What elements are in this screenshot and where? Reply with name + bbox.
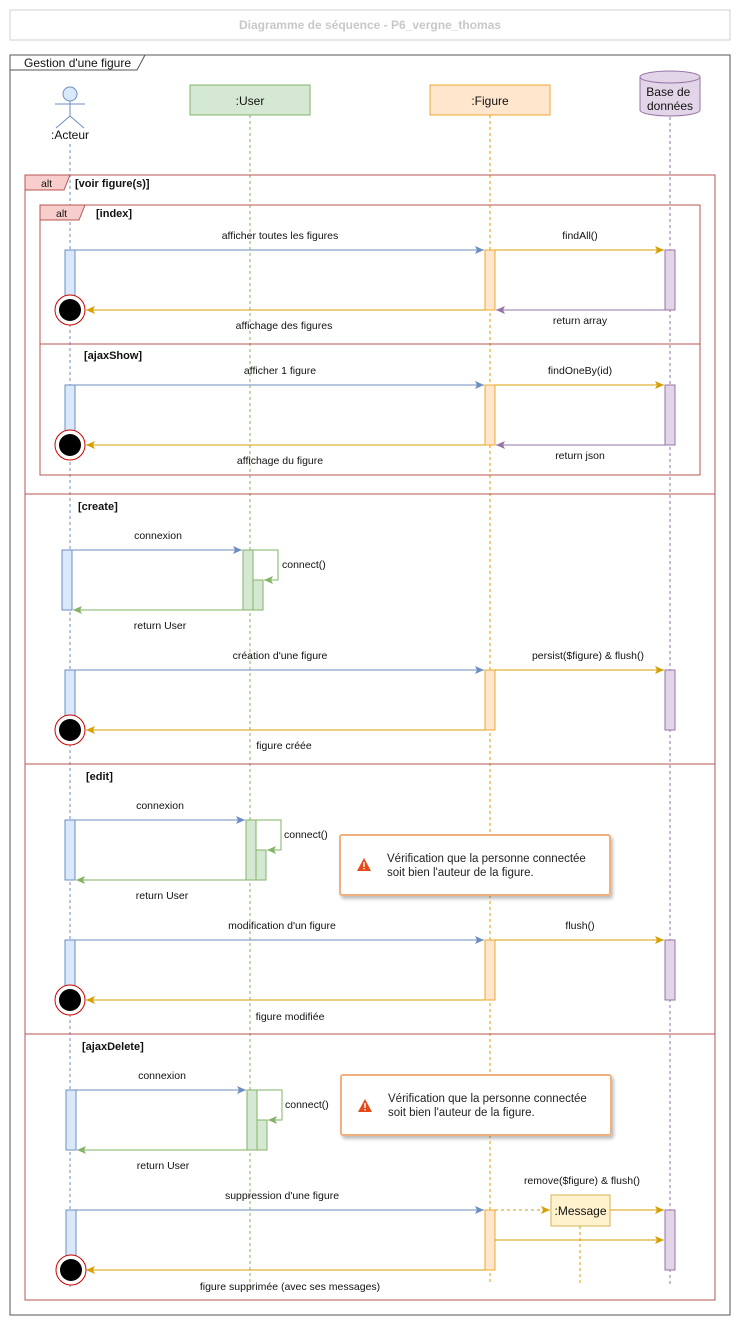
- warning-icon: [358, 1099, 372, 1112]
- warning-icon: [357, 858, 371, 871]
- message-label: connect(): [282, 559, 326, 571]
- message-label: connect(): [285, 1099, 329, 1111]
- section-ajaxshow: afficher 1 figure findOneBy(id) return j…: [54, 365, 676, 467]
- activation-figure: [484, 669, 496, 731]
- message-label: return User: [134, 620, 187, 632]
- lifeline-user: :User: [189, 84, 311, 116]
- message-label: affichage du figure: [237, 455, 323, 467]
- destruction-stop-icon: [54, 714, 86, 746]
- section-index: afficher toutes les figures findAll() re…: [54, 230, 676, 332]
- note-text: Vérification que la personne connectée s…: [387, 853, 589, 879]
- activation-figure: [484, 1209, 496, 1271]
- activation-user-nested: [256, 1119, 268, 1151]
- activation-user: [246, 1089, 258, 1151]
- message-label: création d'une figure: [233, 650, 328, 662]
- database-cylinder-icon: [639, 70, 701, 117]
- section-edit: connexion connect() return User Vérifica…: [54, 800, 676, 1023]
- activation-actor: [61, 549, 73, 611]
- note-text: Vérification que la personne connectée s…: [388, 1093, 590, 1119]
- message-label: return json: [555, 450, 605, 462]
- fragment-alt-outer: alt [voir figure(s)]: [24, 174, 716, 1301]
- message-label: connexion: [134, 530, 182, 542]
- message-label: connexion: [138, 1070, 186, 1082]
- destruction-stop-icon: [54, 294, 86, 326]
- lifeline-figure: :Figure: [429, 84, 551, 116]
- activation-actor: [65, 1089, 77, 1151]
- activation-db: [664, 939, 676, 1001]
- fragment-alt-inner: alt [index]: [39, 204, 701, 476]
- guard-create: [create]: [78, 501, 118, 513]
- lifeline-message-label: :Message: [554, 1204, 606, 1218]
- message-label: persist($figure) & flush(): [532, 650, 644, 662]
- message-label: affichage des figures: [236, 320, 333, 332]
- guard-ajaxdelete: [ajaxDelete]: [82, 1041, 144, 1053]
- activation-db: [664, 669, 676, 731]
- message-label: figure créée: [256, 740, 312, 752]
- lifeline-actor: :Acteur: [51, 86, 89, 142]
- message-label: return User: [137, 1160, 190, 1172]
- note-delete: Vérification que la personne connectée s…: [340, 1074, 612, 1136]
- message-label: afficher 1 figure: [244, 365, 316, 377]
- self-call-arrow: [256, 819, 282, 854]
- lifeline-figure-label: :Figure: [471, 94, 509, 108]
- lifeline-user-label: :User: [236, 94, 265, 108]
- destruction-stop-icon: [54, 429, 86, 461]
- activation-user-nested: [255, 849, 267, 881]
- sequence-frame: Gestion d'une figure: [9, 54, 731, 1316]
- activation-user: [242, 549, 254, 611]
- activation-actor: [64, 819, 76, 881]
- message-label: return array: [553, 315, 608, 327]
- lifeline-message: :Message: [550, 1194, 611, 1285]
- message-label: flush(): [565, 920, 594, 932]
- message-label: remove($figure) & flush(): [524, 1175, 640, 1187]
- message-label: modification d'un figure: [228, 920, 336, 932]
- activation-figure: [484, 249, 496, 311]
- message-label: connect(): [284, 829, 328, 841]
- fragment-outer-keyword: alt: [41, 178, 52, 190]
- diagram-title: Diagramme de séquence - P6_vergne_thomas: [239, 18, 501, 32]
- note-edit: Vérification que la personne connectée s…: [339, 834, 611, 896]
- stick-figure-icon: [55, 86, 85, 129]
- message-label: figure supprimée (avec ses messages): [200, 1281, 380, 1293]
- message-label: connexion: [136, 800, 184, 812]
- section-ajaxdelete: connexion connect() return User Vérifica…: [55, 1070, 676, 1293]
- activation-db: [664, 249, 676, 311]
- lifeline-actor-label: :Acteur: [51, 128, 89, 142]
- message-label: findOneBy(id): [548, 365, 612, 377]
- activation-user: [245, 819, 257, 881]
- activation-figure: [484, 939, 496, 1001]
- lifeline-db: Base de données: [639, 70, 701, 117]
- self-call-arrow: [257, 1089, 283, 1124]
- fragment-inner-guard: [index]: [96, 208, 132, 220]
- guard-edit: [edit]: [86, 771, 113, 783]
- activation-figure: [484, 384, 496, 446]
- message-label: findAll(): [562, 230, 598, 242]
- section-create: connexion connect() return User création…: [54, 530, 676, 752]
- self-call-arrow: [253, 549, 279, 584]
- message-label: suppression d'une figure: [225, 1190, 339, 1202]
- diagram-title-box: Diagramme de séquence - P6_vergne_thomas: [9, 9, 731, 41]
- activation-user-nested: [252, 579, 264, 611]
- message-label: afficher toutes les figures: [222, 230, 339, 242]
- activation-db: [664, 384, 676, 446]
- lifeline-db-label: Base de données: [646, 85, 693, 113]
- activation-db: [664, 1209, 676, 1271]
- message-label: return User: [136, 890, 189, 902]
- guard-ajaxshow: [ajaxShow]: [84, 350, 142, 362]
- message-label: figure modifiée: [256, 1011, 325, 1023]
- destruction-stop-icon: [54, 984, 86, 1016]
- fragment-inner-keyword: alt: [56, 208, 67, 220]
- frame-label: Gestion d'une figure: [24, 56, 131, 70]
- fragment-outer-guard: [voir figure(s)]: [75, 178, 150, 190]
- destruction-stop-icon: [55, 1254, 87, 1286]
